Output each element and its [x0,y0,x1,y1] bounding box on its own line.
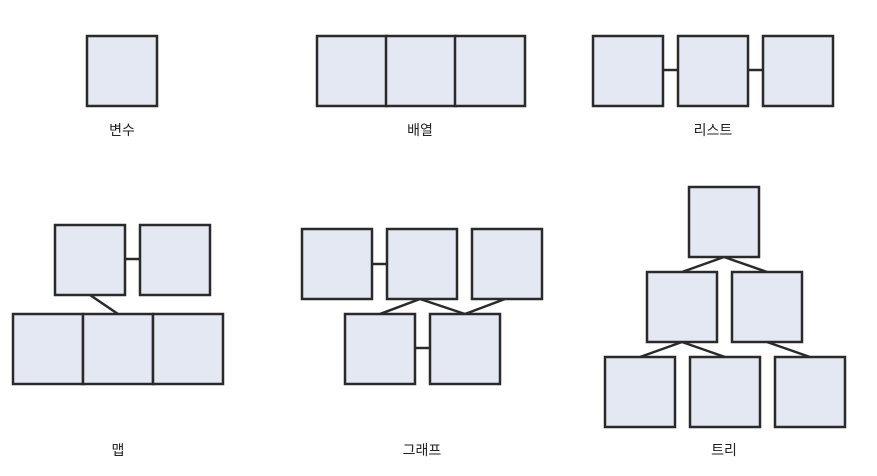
tree-node-5 [688,355,762,429]
diagram-list [591,34,835,108]
array-node-3 [453,34,527,108]
list-node-2 [676,34,750,108]
map-node-1 [53,223,127,297]
map-node-2 [138,223,212,297]
graph-node-2 [385,227,459,301]
tree-connector-4 [681,340,726,359]
graph-connector-3 [419,297,466,316]
diagram-map [11,223,225,386]
list-node-1 [591,34,665,108]
tree-connector-1 [681,255,725,274]
diagram-array [315,34,527,108]
diagram-graph [300,227,544,386]
label-tree: 트리 [711,443,737,459]
tree-connector-3 [639,340,683,359]
tree-node-1 [687,185,761,259]
tree-node-4 [603,355,677,429]
tree-connector-5 [766,340,811,359]
graph-connector-2 [379,297,421,316]
map-node-3 [11,312,85,386]
tree-node-6 [773,355,847,429]
map-node-4 [81,312,155,386]
tree-node-3 [730,270,804,344]
graph-node-3 [470,227,544,301]
map-connector-2 [89,293,119,316]
array-node-2 [384,34,458,108]
label-array: 배열 [407,123,433,139]
graph-node-5 [428,312,502,386]
tree-connector-2 [723,255,768,274]
array-node-1 [315,34,389,108]
map-node-5 [151,312,225,386]
graph-connector-4 [464,297,506,316]
label-list: 리스트 [693,123,733,139]
tree-node-2 [645,270,719,344]
list-node-3 [761,34,835,108]
diagram-variable [85,34,159,108]
label-graph: 그래프 [402,443,442,459]
variable-node-1 [85,34,159,108]
graph-node-4 [343,312,417,386]
graph-node-1 [300,227,374,301]
label-variable: 변수 [109,123,135,139]
diagram-tree [603,185,847,429]
label-map: 맵 [111,443,125,459]
